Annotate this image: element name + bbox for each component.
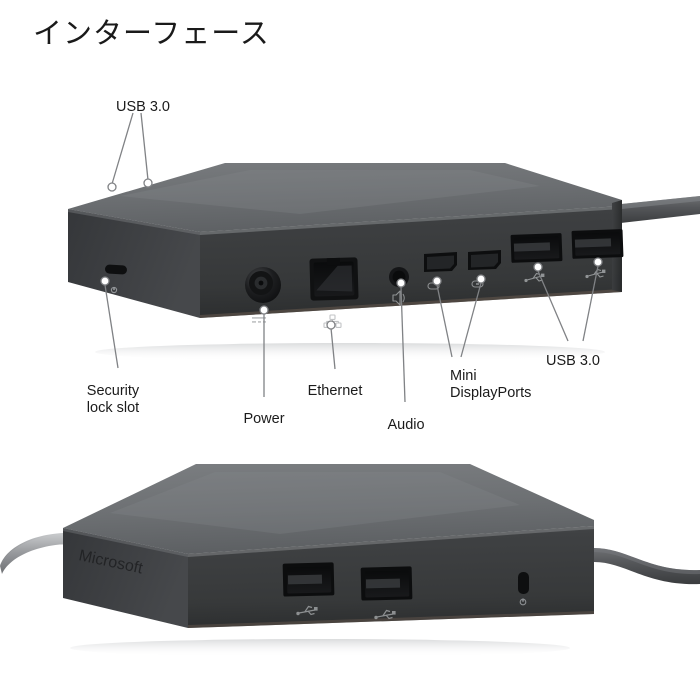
callout-line-1: Mini: [450, 368, 477, 384]
power-jack-pin: [258, 280, 264, 286]
dock-front-view: Microsoft: [0, 464, 700, 657]
callout-line-2: lock slot: [86, 400, 140, 416]
usb-icon: [585, 268, 606, 279]
usb-port-1[interactable]: [510, 233, 563, 283]
callout-label-usb-top: USB 3.0: [116, 99, 170, 115]
device-shadow-front: [70, 639, 570, 657]
mini-displayport-2[interactable]: [468, 250, 501, 288]
top-face2-sheen: [110, 472, 520, 534]
left2-edge-highlight: [63, 528, 188, 557]
security-lock-slot-side[interactable]: [518, 572, 529, 606]
ethernet-rj45-port[interactable]: [309, 257, 359, 328]
front2-edge-highlight: [188, 526, 594, 557]
callout-label-power: Power: [243, 411, 285, 427]
leader-dot-mdp2: [476, 274, 486, 284]
cable-highlight: [612, 196, 700, 210]
leader-dot-audio: [396, 278, 406, 288]
leader-dot-mdp1: [432, 276, 442, 286]
security-lock-slot[interactable]: [104, 264, 128, 294]
lock-icon-shackle: [113, 287, 115, 290]
callout-line-2: DisplayPorts: [450, 385, 532, 401]
mdp1-cavity: [427, 255, 454, 270]
device2-left-face: [63, 528, 188, 628]
usb2-tongue: [574, 238, 612, 248]
power-jack[interactable]: [245, 267, 281, 323]
usb-port-front-2[interactable]: [360, 566, 413, 620]
usbf1-tongue: [287, 574, 323, 585]
leader-dot-usb1: [533, 262, 543, 272]
leader-dot-security: [100, 276, 110, 286]
leader-dot-usb-top-right: [143, 178, 153, 188]
lock-slot-hole: [104, 264, 127, 275]
bottom-rim: [200, 289, 622, 318]
callout-label-usb-right: USB 3.0: [546, 353, 600, 369]
power-cable-front: [594, 548, 700, 585]
usb-icon: [296, 605, 318, 616]
device-left-face: [68, 209, 200, 318]
leader-dot-usb-top-left: [107, 182, 117, 192]
lock-slot-hole-front: [518, 572, 529, 594]
callout-line-1: Security: [86, 383, 140, 399]
device-top-face: [68, 163, 622, 232]
usb-port-2[interactable]: [571, 229, 624, 279]
ethernet-contacts: [316, 265, 353, 292]
callout-label-ethernet: Ethernet: [307, 383, 363, 399]
ethernet-clip: [326, 257, 341, 266]
speaker-icon: [392, 290, 405, 306]
cable-front-highlight: [594, 548, 700, 575]
dock-rear-view: [68, 112, 700, 403]
device-shadow: [95, 343, 605, 361]
front-edge-highlight: [200, 206, 622, 235]
callout-label-audio: Audio: [387, 417, 425, 433]
leader-lines-top: [111, 112, 149, 185]
mdp2-cavity: [471, 253, 498, 268]
leader-dot-ethernet: [326, 320, 336, 330]
usbf2-tongue: [365, 578, 401, 589]
left-edge-highlight: [68, 209, 200, 235]
usb-port-front-1[interactable]: [282, 562, 335, 616]
lock-icon-shackle-front: [522, 598, 524, 602]
usb1-tongue: [513, 242, 551, 252]
leader-dot-power: [259, 305, 269, 315]
leader-lines-bottom: [104, 265, 599, 403]
leader-dot-usb2: [593, 257, 603, 267]
device2-top-face: [63, 464, 594, 554]
top-face-sheen: [120, 170, 540, 214]
usb-icon: [374, 609, 396, 620]
bottom2-rim: [188, 611, 594, 628]
device-front-face: [200, 206, 622, 318]
page-title: インターフェース: [33, 18, 270, 50]
